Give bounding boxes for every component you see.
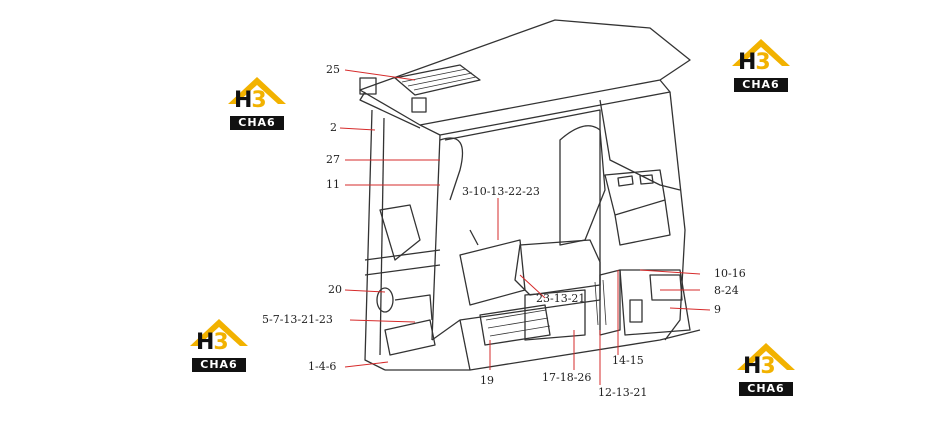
leader-lines (339, 69, 711, 385)
cab-linework (359, 19, 701, 371)
callout-23-13-21: 23-13-21 (536, 292, 586, 305)
logo-bar: CHA6 (734, 78, 788, 92)
house-roof-icon (732, 39, 790, 66)
logo-h: H (196, 330, 214, 355)
watermark-logo: H3 CHA6 (730, 36, 792, 94)
callout-20: 20 (328, 283, 342, 296)
house-roof-icon (737, 343, 795, 370)
logo-three: 3 (755, 50, 770, 75)
callout-3-10-13-22-23: 3-10-13-22-23 (462, 185, 540, 198)
callout-1-4-6: 1-4-6 (308, 360, 337, 373)
house-roof-icon (190, 319, 248, 346)
logo-three: 3 (213, 330, 228, 355)
callout-19: 19 (480, 374, 494, 387)
callout-17-18-26: 17-18-26 (542, 371, 592, 384)
callout-27: 27 (326, 153, 340, 166)
watermark-logo: H3 CHA6 (188, 316, 250, 374)
watermark-logo: H3 CHA6 (226, 74, 288, 132)
callout-12-13-21: 12-13-21 (598, 386, 648, 399)
callout-25: 25 (326, 63, 340, 76)
watermark-logo: H3 CHA6 (735, 340, 797, 398)
logo-three: 3 (251, 88, 266, 113)
callout-9: 9 (714, 303, 721, 316)
logo-h: H (234, 88, 252, 113)
logo-bar: CHA6 (739, 382, 793, 396)
callout-5-7-13-21-23: 5-7-13-21-23 (262, 313, 333, 326)
callout-14-15: 14-15 (612, 354, 644, 367)
logo-h: H (738, 50, 756, 75)
logo-three: 3 (760, 354, 775, 379)
logo-bar: CHA6 (230, 116, 284, 130)
house-roof-icon (228, 77, 286, 104)
callout-2: 2 (330, 121, 337, 134)
logo-bar: CHA6 (192, 358, 246, 372)
callout-8-24: 8-24 (714, 284, 739, 297)
callout-11: 11 (326, 178, 340, 191)
callout-10-16: 10-16 (714, 267, 746, 280)
logo-h: H (743, 354, 761, 379)
